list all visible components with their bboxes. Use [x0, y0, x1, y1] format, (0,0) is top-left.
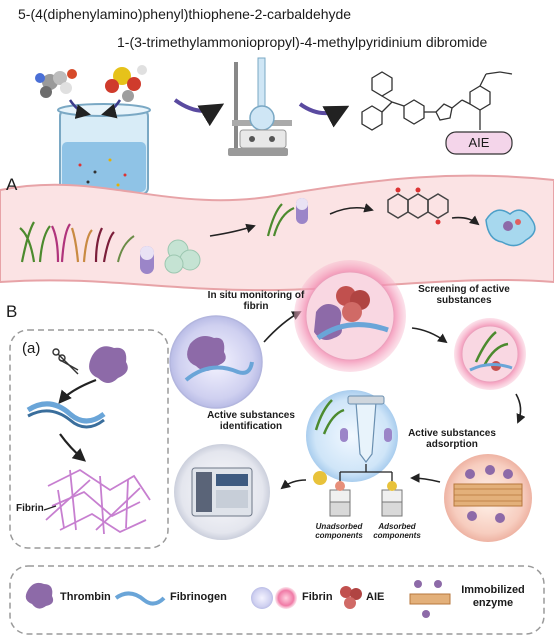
subpanel-a-label: (a): [22, 340, 41, 357]
legend-aie-label: AIE: [366, 591, 385, 603]
instrument-sphere: [174, 444, 270, 540]
legend-frame: [9, 565, 545, 635]
herb-capsule-icon: [266, 198, 308, 237]
legend-enzyme-icon: [409, 580, 451, 618]
step-adsorption: Active substances adsorption: [408, 428, 496, 450]
capsules-icon: [140, 239, 201, 274]
panel-b-label: B: [6, 302, 18, 321]
legend-fibrin-icon: [251, 587, 297, 609]
active-compound-dot: [313, 471, 327, 485]
screening-sphere: [454, 318, 526, 390]
reactant-2-name: 1-(3-trimethylammoniopropyl)-4-methylpyr…: [117, 34, 488, 50]
herbs-icon: [19, 221, 135, 263]
legend-fibrin-label: Fibrin: [302, 591, 333, 603]
step-identification: Active substances identification: [207, 410, 295, 432]
blood-vessel-band: [0, 174, 554, 292]
aie-box: [445, 131, 513, 155]
thrombin-icon: [89, 346, 128, 383]
fibrin-pointer: [43, 505, 57, 511]
identification-sphere: [306, 390, 398, 482]
legend-thrombin-icon: [25, 582, 54, 609]
legend-enzyme-label: Immobilized enzyme: [461, 584, 525, 609]
compound-structure-icon: [387, 187, 449, 225]
fibrin-network-icon: [45, 468, 151, 535]
fibrin-label: Fibrin: [16, 503, 44, 514]
aie-box-label: AIE: [468, 135, 490, 150]
molecule-2-icon: [105, 65, 147, 102]
subpanel-a-frame: [9, 329, 169, 549]
aie-probe-structure: [361, 71, 513, 131]
aie-monitoring-sphere: [294, 260, 406, 372]
step-in-situ: In situ monitoring of fibrin: [207, 290, 305, 312]
unadsorbed-label: Unadsorbed components: [315, 522, 363, 540]
molecule-1-icon: [35, 69, 77, 98]
scissors-icon: [52, 348, 79, 375]
legend-fibrinogen-icon: [114, 591, 166, 606]
adsorption-sphere: [444, 454, 532, 542]
adsorbed-label: Adsorbed components: [373, 522, 421, 540]
legend-aie-icon: [340, 586, 362, 609]
protein-target-icon: [485, 209, 536, 247]
monitoring-sphere: [169, 315, 263, 409]
fibrinogen-strand-icon: [26, 401, 106, 429]
legend-thrombin-label: Thrombin: [60, 591, 111, 603]
reactant-1-name: 5-(4(diphenylamino)phenyl)thiophene-2-ca…: [18, 6, 352, 22]
reflux-apparatus-icon: [228, 57, 292, 156]
legend-fibrinogen-label: Fibrinogen: [170, 591, 227, 603]
sample-tubes-icon: [329, 481, 403, 517]
step-screening: Screening of active substances: [418, 284, 510, 306]
beaker-icon: [57, 103, 151, 195]
panel-a-label: A: [6, 175, 18, 194]
